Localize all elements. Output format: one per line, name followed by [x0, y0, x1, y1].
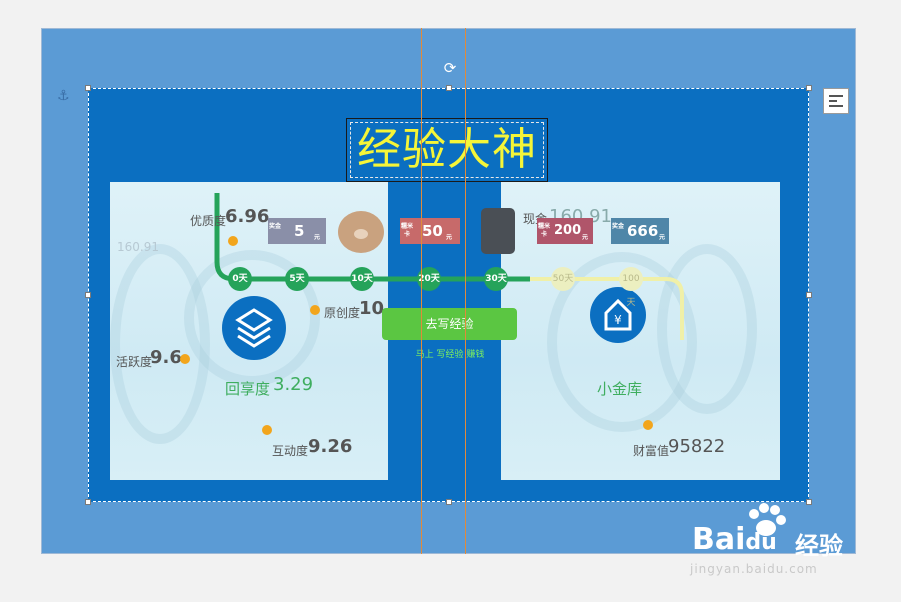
- coupon: 糯米卡 200 元: [537, 218, 593, 244]
- stat-label: 活跃度: [116, 355, 153, 369]
- stat-value: 10: [359, 298, 385, 319]
- resize-handle[interactable]: [806, 499, 812, 505]
- coupon-tag: 奖金: [268, 223, 281, 230]
- timeline-step: 10天: [350, 267, 374, 291]
- resize-handle[interactable]: [806, 85, 812, 91]
- center-label: 小金库: [597, 380, 643, 398]
- svg-text:¥: ¥: [614, 313, 622, 327]
- coupon-unit: 元: [582, 234, 589, 241]
- paw-icon: [744, 502, 788, 538]
- decor-ring: [657, 244, 757, 414]
- resize-handle[interactable]: [85, 85, 91, 91]
- slide-title[interactable]: 经验大神: [357, 124, 537, 175]
- timeline-step: 0天: [228, 267, 252, 291]
- resize-handle[interactable]: [85, 292, 91, 298]
- coupon: 奖金 5 元: [268, 218, 326, 244]
- timeline-step: 30天: [484, 267, 508, 291]
- coupon: 糯米卡 50 元: [400, 218, 460, 244]
- stat-dot: [262, 425, 272, 435]
- stat-label: 互动度: [272, 444, 309, 458]
- coupon-unit: 元: [446, 234, 453, 241]
- stat-dot: [643, 420, 653, 430]
- center-label: 回享度: [225, 380, 271, 398]
- stat-dot: [180, 354, 190, 364]
- stat-label: 原创度: [324, 306, 361, 320]
- coupon-unit: 元: [314, 234, 321, 241]
- faded-value: 160.91: [117, 240, 159, 254]
- resize-handle[interactable]: [806, 292, 812, 298]
- coupon-tag: 糯米卡: [537, 223, 550, 238]
- stat-value: 6.96: [225, 206, 270, 227]
- watermark-cn: 经验: [795, 532, 843, 560]
- coupon-amount: 5: [294, 222, 305, 240]
- stat-dot: [310, 305, 320, 315]
- watermark-url: jingyan.baidu.com: [690, 562, 818, 576]
- timeline-step-future: 100天: [619, 267, 643, 308]
- alignment-guide: [421, 28, 422, 554]
- stat-value: 9.6: [150, 347, 182, 368]
- stat-label: 优质度: [190, 214, 227, 228]
- alignment-guide: [465, 28, 466, 554]
- decor-ring: [110, 244, 210, 444]
- anchor-icon: ⚓: [57, 88, 70, 104]
- rotate-handle-icon[interactable]: ⟳: [443, 59, 457, 77]
- coupon: 奖金 666 元: [611, 218, 669, 244]
- coupon-amount: 50: [422, 222, 443, 240]
- bear-icon: [338, 211, 384, 253]
- coupon-amount: 666: [627, 222, 659, 240]
- timeline-step: 5天: [285, 267, 309, 291]
- stack-layers-icon: [222, 296, 286, 360]
- coupon-unit: 元: [659, 234, 666, 241]
- stat-label: 财富值: [633, 444, 670, 458]
- piggy-house-icon: ¥: [590, 287, 646, 343]
- stat-dot: [228, 236, 238, 246]
- coupon-amount: 200: [554, 223, 582, 238]
- resize-handle[interactable]: [446, 499, 452, 505]
- stat-value: 95822: [668, 436, 726, 457]
- promo-note: 马上 写经验 赚钱: [415, 350, 485, 360]
- timeline-step-future: 50天: [551, 267, 575, 291]
- backpack-icon: [481, 208, 515, 254]
- center-value: 3.29: [273, 374, 314, 395]
- stat-value: 9.26: [308, 436, 353, 457]
- title-textbox[interactable]: [346, 118, 548, 182]
- coupon-tag: 奖金: [611, 223, 624, 230]
- resize-handle[interactable]: [446, 85, 452, 91]
- layout-options-icon[interactable]: [823, 88, 849, 114]
- coupon-tag: 糯米卡: [400, 223, 413, 238]
- resize-handle[interactable]: [85, 499, 91, 505]
- write-experience-button[interactable]: 去写经验: [382, 308, 517, 340]
